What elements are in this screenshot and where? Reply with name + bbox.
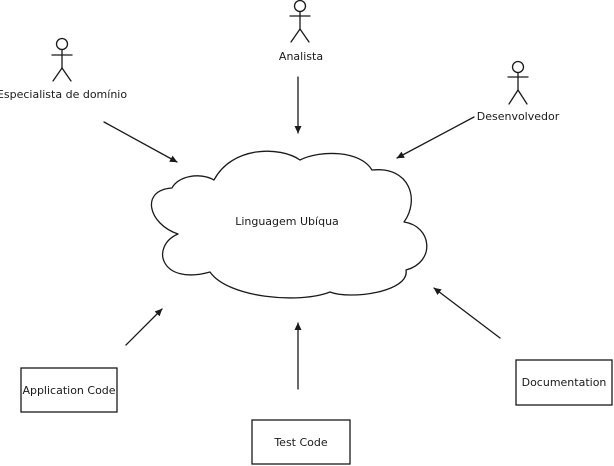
artifact-label: Documentation [522, 376, 607, 389]
arrow-desenvolvedor-to-cloud [396, 116, 475, 159]
ubiquitous-language-label: Linguagem Ubíqua [235, 215, 339, 228]
actor-label: Analista [279, 50, 323, 63]
stick-figure-icon [507, 60, 529, 105]
stick-figure-icon [51, 37, 73, 82]
arrow-especialista-to-cloud [103, 121, 178, 163]
ubiquitous-language-cloud: Linguagem Ubíqua [150, 150, 428, 299]
artifact-label: Test Code [273, 436, 328, 449]
arrow-documentation-to-cloud [433, 287, 501, 339]
artifact-documentation: Documentation [515, 359, 613, 406]
actor-label: Desenvolvedor [477, 110, 560, 123]
actor-especialista: Especialista de domínio [0, 37, 127, 101]
artifact-label: Application Code [22, 384, 115, 397]
actor-analista: Analista [279, 0, 323, 63]
artifact-application-code: Application Code [20, 367, 118, 413]
actor-label: Especialista de domínio [0, 88, 127, 101]
artifact-test-code: Test Code [251, 419, 351, 465]
stick-figure-icon [289, 0, 311, 43]
actor-desenvolvedor: Desenvolvedor [477, 60, 560, 123]
arrow-application-code-to-cloud [125, 308, 163, 346]
